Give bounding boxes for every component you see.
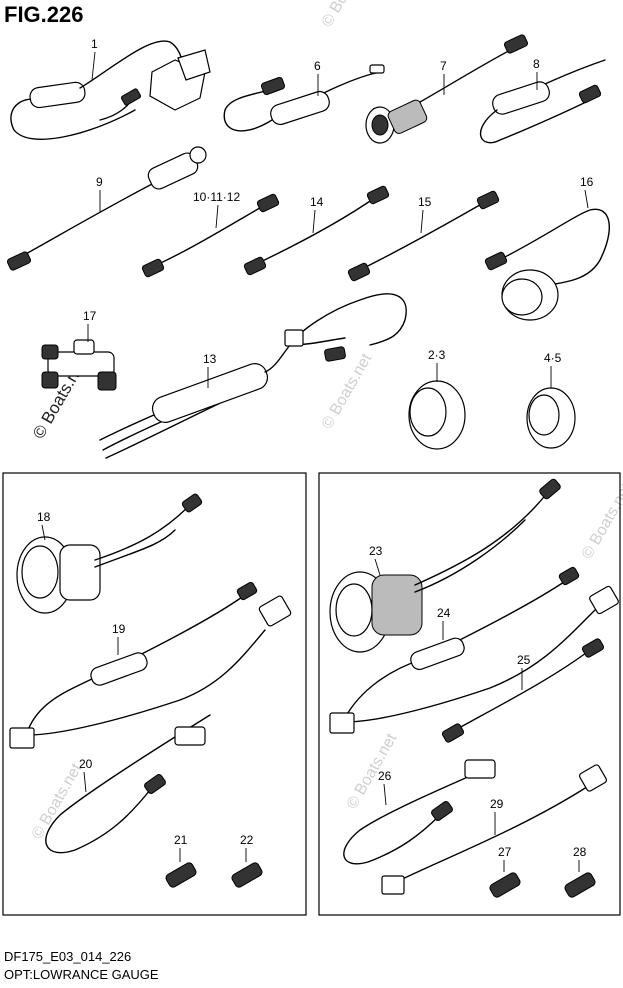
watermark: © Boats.net <box>344 730 401 812</box>
part-27-terminator[interactable] <box>489 871 522 898</box>
callout-22: 22 <box>240 833 254 847</box>
callout-23: 23 <box>369 544 383 558</box>
part-28-terminator[interactable] <box>564 871 597 898</box>
callout-9: 9 <box>96 175 103 189</box>
callout-13: 13 <box>203 352 217 366</box>
part-14-cable[interactable] <box>243 185 390 276</box>
part-29-cable[interactable] <box>381 764 608 895</box>
part-20-cable[interactable] <box>45 714 211 854</box>
part-7-cable[interactable] <box>365 34 529 144</box>
callout-6: 6 <box>314 59 321 73</box>
part-26-cable[interactable] <box>343 759 496 865</box>
part-16-gauge-cable[interactable] <box>484 208 610 321</box>
callout-26: 26 <box>378 769 392 783</box>
part-18-gauge[interactable] <box>16 493 203 614</box>
part-9-sensor[interactable] <box>6 146 207 271</box>
callout-7: 7 <box>440 59 447 73</box>
part-8-cable[interactable] <box>479 59 606 144</box>
part-4-5-gauge-ring[interactable] <box>526 387 576 449</box>
watermark: © Boats.net <box>319 350 376 432</box>
part-13-power-cable[interactable] <box>99 293 407 459</box>
callout-8: 8 <box>533 57 540 71</box>
kit-box-left <box>2 472 307 916</box>
callout-29: 29 <box>490 797 504 811</box>
callout-28: 28 <box>573 845 587 859</box>
callout-4-5: 4·5 <box>544 351 562 365</box>
callout-15: 15 <box>418 195 432 209</box>
callout-2-3: 2·3 <box>428 348 446 362</box>
callout-19: 19 <box>112 622 126 636</box>
part-21-terminator[interactable] <box>165 861 198 888</box>
part-2-3-gauge-ring[interactable] <box>408 380 466 450</box>
part-24-harness[interactable] <box>329 566 619 734</box>
callout-20: 20 <box>79 757 93 771</box>
callout-10-11-12: 10·11·12 <box>193 190 240 204</box>
part-23-gauge[interactable] <box>329 478 562 653</box>
part-10-11-12-cable[interactable] <box>141 193 280 278</box>
part-22-terminator[interactable] <box>231 861 264 888</box>
part-25-cable[interactable] <box>441 638 605 743</box>
callout-27: 27 <box>498 845 512 859</box>
figure-title: FIG.226 <box>4 2 83 27</box>
callout-16: 16 <box>580 175 594 189</box>
watermark: © Boats.net <box>579 480 623 562</box>
callout-21: 21 <box>174 833 188 847</box>
callout-14: 14 <box>310 195 324 209</box>
callout-25: 25 <box>517 653 531 667</box>
part-6-cable[interactable] <box>223 64 385 132</box>
callout-24: 24 <box>437 606 451 620</box>
callout-17: 17 <box>83 309 97 323</box>
part-15-cable[interactable] <box>347 190 500 282</box>
kit-box-right <box>318 472 621 916</box>
callout-18: 18 <box>37 510 51 524</box>
part-19-harness[interactable] <box>9 581 292 749</box>
callout-1: 1 <box>91 37 98 51</box>
model-code: DF175_E03_014_226 <box>4 949 131 964</box>
watermark: © Boats.net <box>319 0 376 30</box>
part-17-t-connector[interactable] <box>41 339 117 391</box>
part-1-cable[interactable] <box>10 40 211 140</box>
caption: OPT:LOWRANCE GAUGE <box>4 967 159 982</box>
